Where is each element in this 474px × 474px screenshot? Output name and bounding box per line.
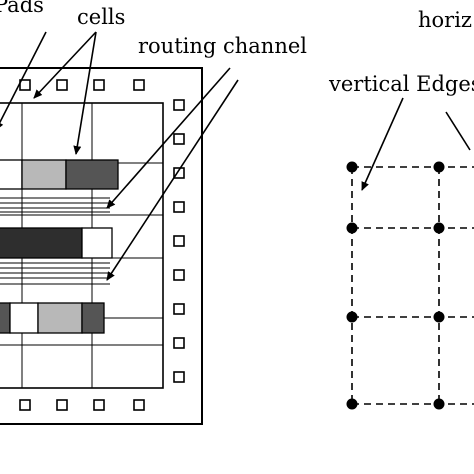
pad xyxy=(93,399,105,411)
cell xyxy=(0,302,11,334)
channel-graph: vertical Edges horiz xyxy=(328,8,474,410)
cell-row-2 xyxy=(0,227,113,259)
graph-node xyxy=(346,222,358,234)
graph-node xyxy=(346,311,358,323)
pad xyxy=(19,399,31,411)
vertical-edges-arrow xyxy=(361,97,404,191)
cell xyxy=(81,302,105,334)
horizontal-edges-label: horiz xyxy=(418,8,472,32)
cell xyxy=(9,302,39,334)
pad xyxy=(56,79,68,91)
cells-arrow xyxy=(33,31,97,99)
graph-node xyxy=(433,311,445,323)
routing-channel-tracks-upper xyxy=(0,197,110,213)
pad xyxy=(173,167,185,179)
pad xyxy=(133,79,145,91)
pads xyxy=(19,79,185,411)
pad xyxy=(173,337,185,349)
cell xyxy=(81,227,113,259)
routing-channel-tracks-lower xyxy=(0,262,110,285)
cell xyxy=(21,159,67,190)
pad xyxy=(173,133,185,145)
graph-nodes xyxy=(346,161,445,410)
cells-arrow xyxy=(73,31,97,155)
graph-node xyxy=(433,222,445,234)
cell xyxy=(37,302,83,334)
cell-row-3 xyxy=(0,302,105,334)
graph-node xyxy=(433,398,445,410)
horizontal-edges-arrow xyxy=(445,111,471,151)
routing-channel-arrow xyxy=(106,67,231,209)
graph-edges xyxy=(351,166,474,405)
graph-node xyxy=(346,398,358,410)
pads-label: Pads xyxy=(0,0,44,17)
chip-core-frame xyxy=(0,102,164,389)
pad xyxy=(173,235,185,247)
pad xyxy=(173,371,185,383)
pad xyxy=(56,399,68,411)
pad xyxy=(173,201,185,213)
graph-node xyxy=(433,161,445,173)
routing-channel-arrow xyxy=(106,79,239,281)
vertical-edges-label: vertical Edges xyxy=(328,72,474,96)
cell xyxy=(0,227,83,259)
pad xyxy=(173,269,185,281)
cell xyxy=(0,159,23,190)
cells-label: cells xyxy=(77,5,125,29)
cell-row-1 xyxy=(0,159,119,190)
graph-node xyxy=(346,161,358,173)
chip-outer-frame xyxy=(0,67,203,425)
pad xyxy=(173,303,185,315)
pad xyxy=(173,99,185,111)
pads-arrow xyxy=(0,31,47,131)
pad xyxy=(93,79,105,91)
routing-channel-label: routing channel xyxy=(138,34,307,58)
chip-layout: Pads cells routing channel xyxy=(0,0,307,425)
pad xyxy=(133,399,145,411)
cell xyxy=(65,159,119,190)
pad xyxy=(19,79,31,91)
